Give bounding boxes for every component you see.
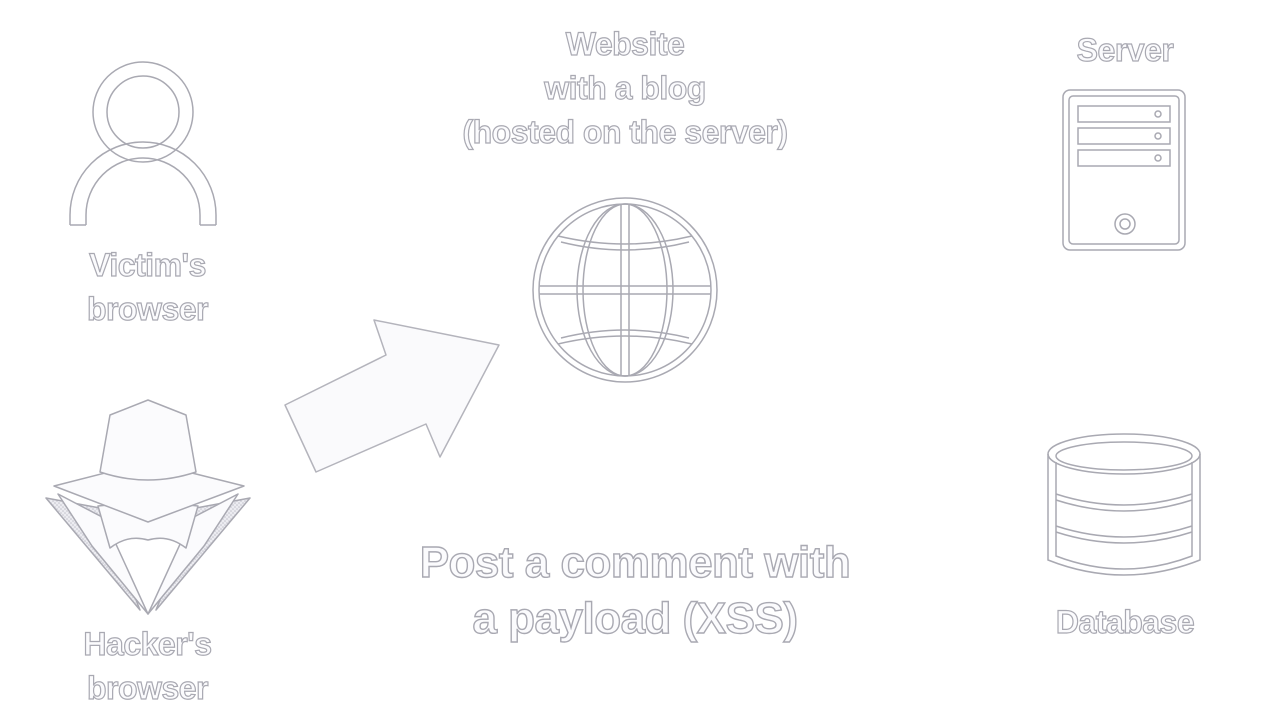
- server-tower-icon: [1062, 89, 1186, 251]
- server-label: Server: [1076, 31, 1174, 68]
- hacker-browser-label: Hacker's browser: [83, 625, 213, 706]
- globe-icon: [532, 197, 718, 383]
- arrow-icon: [284, 319, 500, 473]
- database-icon: [1047, 433, 1201, 576]
- user-icon: [69, 61, 217, 226]
- action-label: Post a comment with a payload (XSS): [419, 537, 851, 643]
- database-label: Database: [1055, 603, 1195, 640]
- hacker-spy-icon: [45, 399, 251, 615]
- victim-browser-label: Victim's browser: [86, 246, 209, 327]
- website-label: Website with a blog (hosted on the serve…: [462, 25, 789, 150]
